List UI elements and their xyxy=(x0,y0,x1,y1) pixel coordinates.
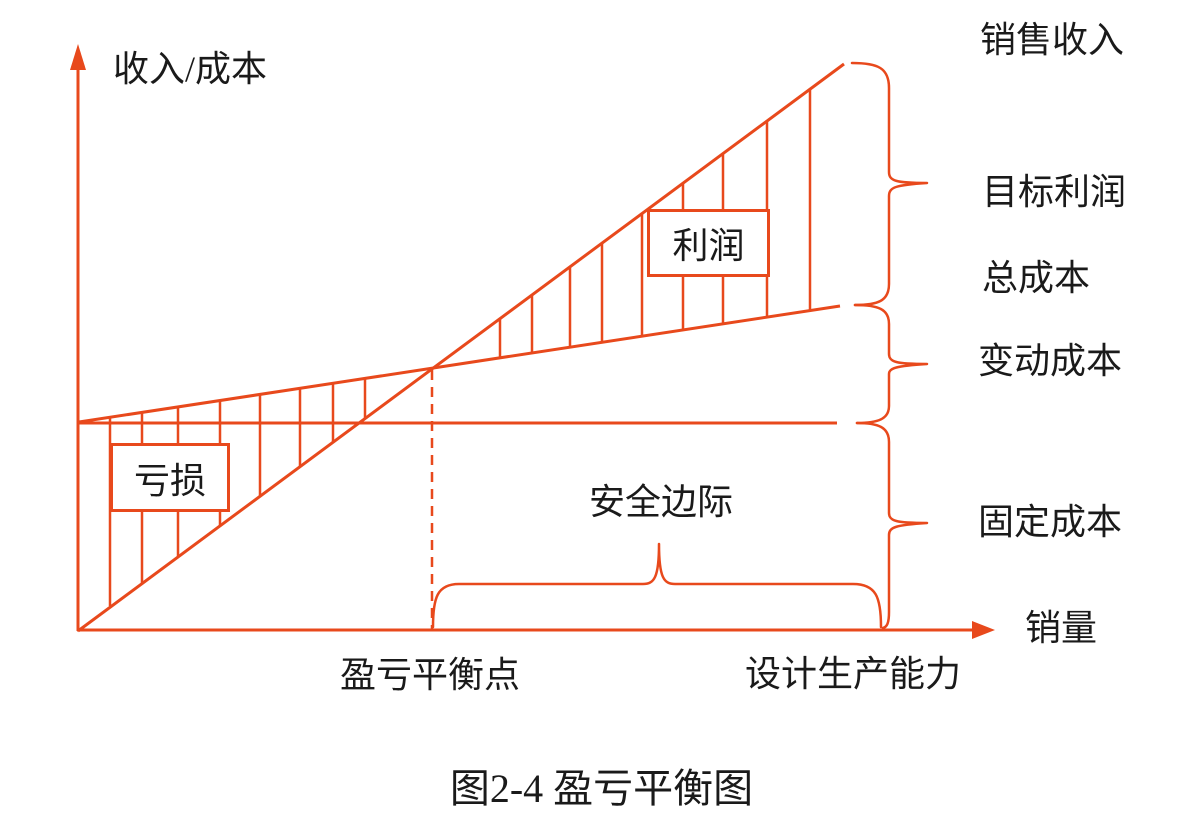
fixed-cost-label: 固定成本 xyxy=(978,502,1123,543)
break-even-point-label: 盈亏平衡点 xyxy=(339,655,521,696)
x-axis-arrowhead-icon xyxy=(972,621,995,639)
safety-margin-brace xyxy=(431,542,883,629)
total-cost-line xyxy=(78,304,841,424)
design-capacity-label: 设计生产能力 xyxy=(744,654,962,695)
revenue-to-totalcost-brace xyxy=(850,61,929,307)
figure-caption: 图2-4 盈亏平衡图 xyxy=(449,766,754,811)
safety-margin-label: 安全边际 xyxy=(588,482,734,523)
profit-region-box: 利润 xyxy=(647,209,770,277)
variable-cost-label: 变动成本 xyxy=(978,341,1123,382)
profit-region-label: 利润 xyxy=(672,226,745,266)
x-axis-label: 销量 xyxy=(1025,608,1098,649)
y-axis-label: 收入/成本 xyxy=(113,49,268,89)
sales-revenue-line xyxy=(77,62,845,633)
total-cost-label: 总成本 xyxy=(982,258,1091,299)
loss-region-box: 亏损 xyxy=(110,443,230,512)
fixedcost-to-axis-brace xyxy=(855,421,929,630)
y-axis-arrowhead-icon xyxy=(70,44,86,70)
target-profit-label: 目标利润 xyxy=(982,172,1127,213)
totalcost-to-fixedcost-brace xyxy=(853,303,929,425)
loss-region-label: 亏损 xyxy=(133,460,206,501)
sales-revenue-label: 销售收入 xyxy=(980,20,1125,61)
